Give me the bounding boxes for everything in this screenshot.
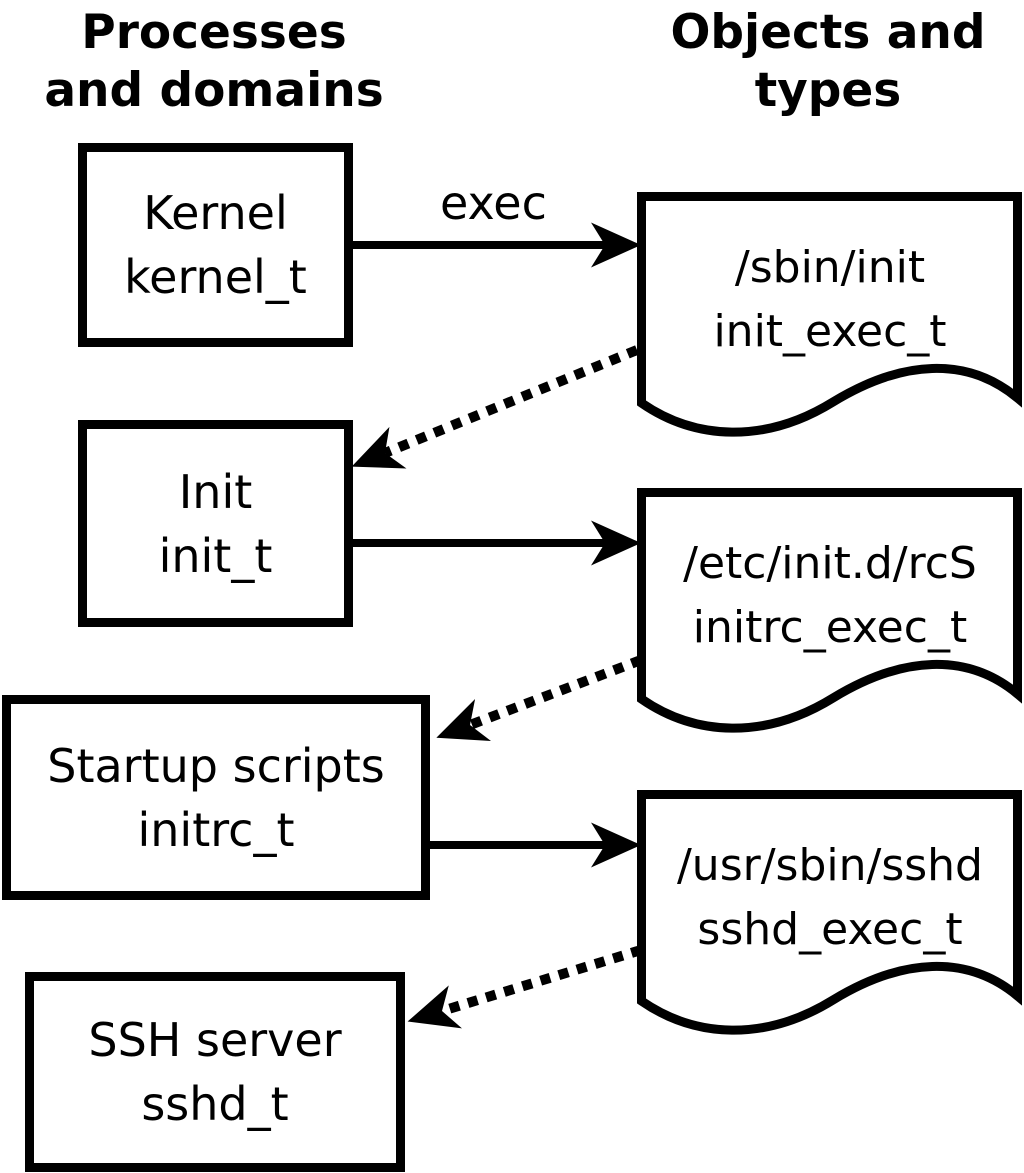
object-type: init_exec_t [713,306,947,357]
process-domain: sshd_t [141,1077,289,1131]
process-domain: init_t [158,528,273,583]
document-shape-sbin-init [637,192,1022,437]
dotted-arrow-sbin-init-to-init [351,345,639,469]
object-label-usr-sbin-sshd: /usr/sbin/sshd sshd_exec_t [650,800,1010,996]
process-box-init: Init init_t [78,420,353,627]
object-label-sbin-init: /sbin/init init_exec_t [650,202,1010,398]
object-type: initrc_exec_t [692,602,968,653]
document-shape-usr-sbin-sshd [637,790,1022,1035]
column-header-processes: Processes and domains [18,4,410,120]
process-name: Init [178,464,253,519]
object-type: sshd_exec_t [697,904,963,955]
column-header-objects: Objects and types [632,4,1024,120]
process-name: SSH server [88,1013,342,1067]
header-line: types [754,63,902,118]
object-path: /sbin/init [734,242,926,293]
process-box-ssh-server: SSH server sshd_t [25,972,405,1172]
process-box-kernel: Kernel kernel_t [78,143,353,347]
dotted-arrow-rcs-to-startup [436,655,643,742]
process-box-startup-scripts: Startup scripts initrc_t [2,695,430,900]
process-domain: kernel_t [124,250,307,304]
header-line: and domains [44,63,384,118]
object-path: /usr/sbin/sshd [676,840,983,891]
document-shape-etc-initd-rcs [637,488,1022,733]
object-path: /etc/init.d/rcS [683,538,977,589]
exec-arrow-label: exec [440,176,547,230]
header-line: Processes [81,5,347,60]
process-name: Startup scripts [47,738,385,793]
header-line: Objects and [670,5,986,60]
process-name: Kernel [143,186,288,240]
object-label-etc-initd-rcs: /etc/init.d/rcS initrc_exec_t [650,498,1010,694]
dotted-arrow-sshd-to-ssh-server [407,945,643,1029]
process-domain: initrc_t [137,802,295,857]
